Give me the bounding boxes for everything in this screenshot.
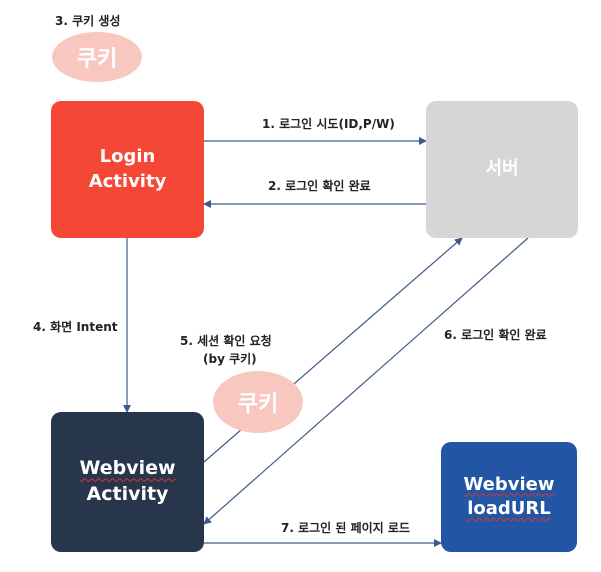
edge-2-label: 2. 로그인 확인 완료	[268, 179, 371, 193]
cookie-top-text: 쿠키	[76, 47, 118, 72]
cookie-create-label: 3. 쿠키 생성	[55, 14, 121, 28]
webview-activity-line1: Webview	[79, 457, 176, 480]
cookie-top-ellipse: 쿠키	[52, 32, 142, 82]
edge-1-label: 1. 로그인 시도(ID,P/W)	[262, 117, 395, 131]
server-node: 서버	[426, 101, 578, 238]
edge-4-label: 4. 화면 Intent	[33, 320, 118, 334]
server-label: 서버	[485, 158, 519, 180]
webview-loadurl-line2: loadURL	[467, 498, 551, 519]
cookie-session-ellipse: 쿠키	[213, 371, 303, 433]
webview-activity-node: Webview Activity	[51, 412, 204, 552]
webview-loadurl-node: Webview loadURL	[441, 442, 577, 552]
cookie-session-text: 쿠키	[237, 392, 279, 417]
edge-5-label-line1: 5. 세션 확인 요청	[180, 334, 272, 348]
edge-5-label-line2: (by 쿠키)	[203, 352, 257, 366]
webview-activity-line2: Activity	[86, 483, 169, 505]
login-activity-node: Login Activity	[51, 101, 204, 238]
edge-6-label: 6. 로그인 확인 완료	[444, 328, 547, 342]
login-activity-line1: Login	[99, 146, 156, 168]
arrow-login-confirm-2	[203, 237, 529, 525]
webview-loadurl-line1: Webview	[463, 473, 555, 495]
login-activity-line2: Activity	[88, 170, 167, 192]
edge-7-label: 7. 로그인 된 페이지 로드	[281, 521, 410, 535]
